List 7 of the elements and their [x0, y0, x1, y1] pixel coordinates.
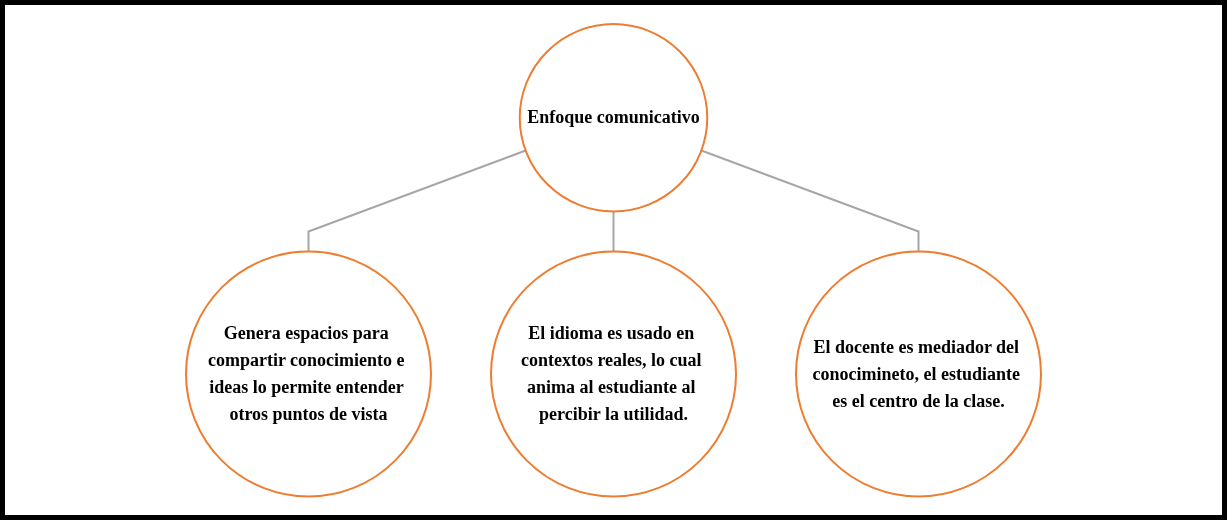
connector: [307, 149, 527, 253]
node-circle: Enfoque comunicativo: [518, 22, 709, 213]
connector: [700, 149, 920, 253]
connector: [612, 210, 615, 253]
node-circle: El idioma es usado en contextos reales, lo cual anima al estudiante al percibir la utilidad.: [490, 250, 737, 498]
node-circle: El docente es mediador del conocimineto, el estudiante es el centro de la clase.: [795, 250, 1042, 498]
node-circle: Genera espacios para compartir conocimiento e ideas lo permite entender otros puntos de vista: [185, 250, 432, 498]
